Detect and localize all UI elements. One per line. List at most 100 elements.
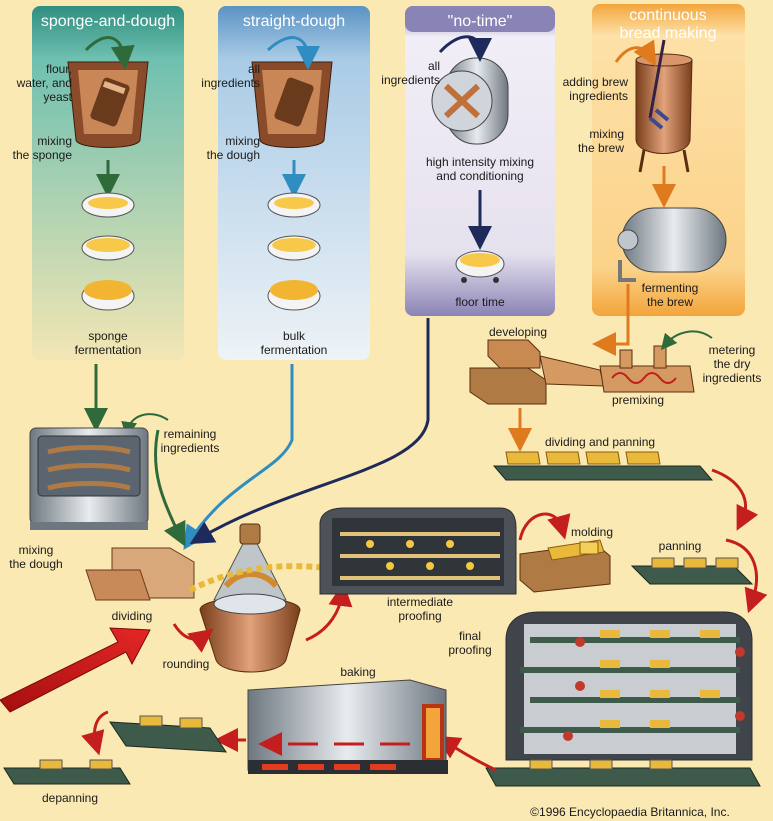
notime-all-label-1: all bbox=[428, 59, 440, 73]
straight-bowls bbox=[267, 192, 321, 311]
flour-label-2: water, and bbox=[16, 76, 72, 90]
notime-input-arrow bbox=[438, 35, 492, 62]
flour-label-3: yeast bbox=[43, 90, 72, 104]
panning-to-final-arrow bbox=[725, 538, 768, 614]
metering-label-1: metering bbox=[709, 343, 756, 357]
intermediate-proofer bbox=[319, 507, 517, 595]
final-proofing-label-1: final bbox=[459, 629, 481, 643]
high-intensity-label-1: high intensity mixing bbox=[426, 155, 534, 169]
premixer bbox=[599, 345, 695, 393]
dividing-label: dividing bbox=[112, 609, 153, 623]
mixing-dough-main-label-1: mixing bbox=[19, 543, 54, 557]
floor-time-label: floor time bbox=[455, 295, 505, 309]
rounder-machine bbox=[199, 523, 301, 673]
sponge-bowls bbox=[81, 192, 135, 311]
notime-header: "no-time" bbox=[448, 13, 513, 30]
exit-conveyor bbox=[485, 759, 761, 787]
bulk-fermentation-label-2: fermentation bbox=[261, 343, 328, 357]
brew-input-arrow bbox=[614, 39, 657, 67]
depan-down-arrow bbox=[81, 710, 109, 756]
premixing-label: premixing bbox=[612, 393, 664, 407]
developing-label: developing bbox=[489, 325, 547, 339]
dividing-to-rounding-arrow bbox=[172, 623, 214, 653]
metering-label-2: the dry bbox=[714, 357, 751, 371]
bulk-fermentation-label-1: bulk bbox=[283, 329, 306, 343]
molder-machine bbox=[519, 539, 611, 593]
straight-input-arrow bbox=[266, 36, 320, 70]
straight-mixer bbox=[251, 61, 333, 148]
continuous-header-line1: continuous bbox=[629, 7, 706, 24]
flour-label-1: flour, bbox=[46, 62, 72, 76]
continuous-header-line2: bread making bbox=[620, 25, 717, 42]
remaining-ingredients-arrow bbox=[121, 413, 169, 438]
metering-label-3: ingredients bbox=[703, 371, 762, 385]
depanning-label: depanning bbox=[42, 791, 98, 805]
panning-conveyor bbox=[630, 557, 754, 585]
floor-time-bowl bbox=[455, 250, 505, 283]
molding-label: molding bbox=[571, 525, 613, 539]
dividing-panning-conveyor bbox=[492, 451, 714, 481]
sponge-input-arrow bbox=[84, 36, 135, 70]
fermenting-brew-label-2: the brew bbox=[647, 295, 693, 309]
straight-all-label-2: ingredients bbox=[201, 76, 260, 90]
big-red-arrow bbox=[0, 627, 151, 713]
fermenting-brew-label-1: fermenting bbox=[642, 281, 699, 295]
developer-machine bbox=[469, 339, 605, 405]
remaining-label-2: ingredients bbox=[161, 441, 220, 455]
straight-all-label-1: all bbox=[248, 62, 260, 76]
mixing-sponge-label-2: the sponge bbox=[13, 148, 73, 162]
final-to-oven-arrow bbox=[435, 735, 497, 772]
rounding-label: rounding bbox=[163, 657, 210, 671]
notime-all-label-2: ingredients bbox=[381, 73, 440, 87]
sponge-labels: flour, water, and yeast mixing the spong… bbox=[13, 62, 142, 357]
fermenting-tank bbox=[617, 207, 727, 282]
straight-header: straight-dough bbox=[243, 13, 345, 30]
divider-labels: dividing rounding bbox=[112, 609, 210, 671]
sponge-mixer bbox=[67, 61, 149, 148]
bulk-to-dividing-arrow bbox=[183, 364, 294, 550]
final-proofer bbox=[505, 611, 753, 761]
remaining-label-1: remaining bbox=[164, 427, 217, 441]
floortime-to-dividing-arrow bbox=[189, 318, 430, 545]
dough-mixer-machine bbox=[29, 427, 149, 530]
straight-labels: all ingredients mixing the dough bulk fe… bbox=[201, 62, 327, 357]
intermediate-proofing-label-2: proofing bbox=[398, 609, 441, 623]
mixer-to-dividing-arrow bbox=[154, 429, 186, 547]
baking-label: baking bbox=[340, 665, 375, 679]
metering-arrow bbox=[660, 330, 713, 351]
dividing-to-proof-arrow bbox=[711, 468, 759, 531]
depanning-conveyor-upper bbox=[109, 715, 227, 753]
panning-label: panning bbox=[659, 539, 702, 553]
copyright-text: ©1996 Encyclopaedia Britannica, Inc. bbox=[530, 805, 730, 819]
notime-labels: all ingredients high intensity mixing an… bbox=[381, 59, 534, 309]
mixing-dough-straight-label-1: mixing bbox=[225, 134, 260, 148]
intermediate-proofing-label-1: intermediate bbox=[387, 595, 453, 609]
main-mixer-labels: remaining ingredients mixing the dough bbox=[9, 427, 219, 571]
sponge-fermentation-label-1: sponge bbox=[88, 329, 128, 343]
brew-tank bbox=[635, 39, 693, 173]
high-intensity-mixer bbox=[431, 57, 509, 145]
adding-brew-label-2: ingredients bbox=[569, 89, 628, 103]
mixing-sponge-label-1: mixing bbox=[37, 134, 72, 148]
mixing-brew-label-2: the brew bbox=[578, 141, 624, 155]
dividing-panning-label: dividing and panning bbox=[545, 435, 655, 449]
baking-oven bbox=[247, 679, 448, 774]
developing-labels: developing metering the dry ingredients … bbox=[489, 325, 761, 407]
high-intensity-label-2: and conditioning bbox=[436, 169, 523, 183]
continuous-labels: adding brew ingredients mixing the brew … bbox=[563, 75, 699, 309]
sponge-header: sponge-and-dough bbox=[41, 13, 175, 30]
mixing-brew-label-1: mixing bbox=[589, 127, 624, 141]
divider-machine bbox=[85, 547, 195, 601]
final-proofing-label-2: proofing bbox=[448, 643, 491, 657]
brew-to-premix-arrow bbox=[592, 284, 630, 356]
depanning-conveyor-lower bbox=[3, 759, 131, 785]
rounding-to-proof-arrow bbox=[305, 582, 353, 642]
mixing-dough-straight-label-2: the dough bbox=[207, 148, 260, 162]
proof-to-molding-arrow bbox=[518, 512, 571, 541]
adding-brew-label-1: adding brew bbox=[563, 75, 629, 89]
intermediate-proofing-labels: intermediate proofing bbox=[387, 595, 453, 623]
sponge-fermentation-label-2: fermentation bbox=[75, 343, 142, 357]
mixing-dough-main-label-2: the dough bbox=[9, 557, 62, 571]
final-proofing-labels: final proofing bbox=[448, 629, 491, 657]
